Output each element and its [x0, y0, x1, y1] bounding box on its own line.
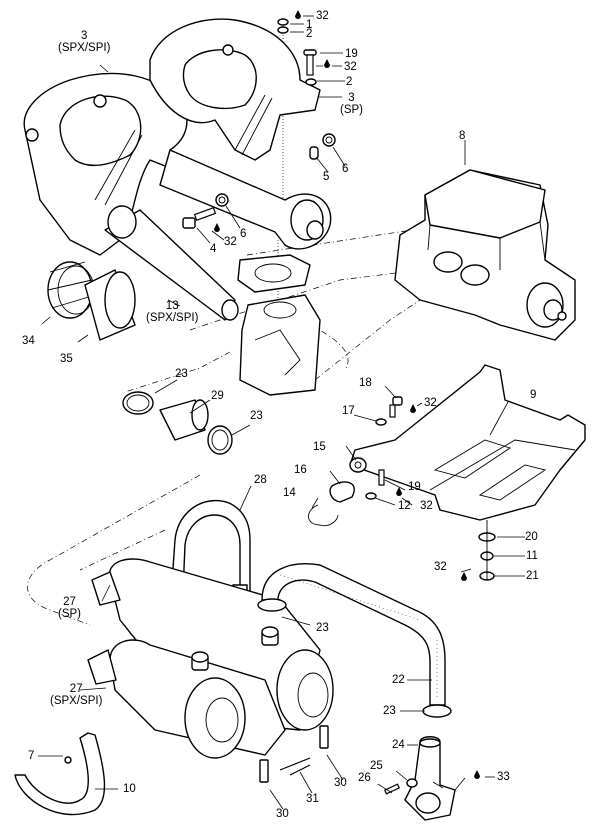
leader-lines — [38, 15, 525, 810]
callout-29: 29 — [211, 390, 224, 402]
callout-16: 16 — [294, 464, 307, 476]
exhaust-hose — [257, 563, 452, 718]
callout-33: 33 — [497, 771, 510, 783]
callout-2: 2 — [346, 76, 353, 88]
callout-30: 30 — [276, 808, 289, 820]
callout-21: 21 — [526, 570, 539, 582]
muffler-bracket — [14, 732, 106, 816]
callout-6: 6 — [342, 163, 349, 175]
callout-23: 23 — [250, 410, 263, 422]
callout-22: 22 — [392, 674, 405, 686]
callout-19: 19 — [345, 48, 358, 60]
callout-5: 5 — [323, 171, 330, 183]
callout-6: 6 — [240, 228, 247, 240]
callout-10: 10 — [123, 783, 136, 795]
callout-12: 12 — [398, 500, 411, 512]
sealant-drop-icon — [410, 404, 416, 413]
sealant-drop-icons — [214, 10, 480, 779]
callout-4: 4 — [210, 243, 217, 255]
sleeve-35 — [84, 269, 136, 341]
callout-20: 20 — [525, 531, 538, 543]
callout-2: 2 — [306, 28, 313, 40]
exhaust-outlet — [404, 736, 456, 821]
callout-32: 32 — [224, 236, 237, 248]
callout-32: 32 — [344, 61, 357, 73]
callout-32: 32 — [434, 561, 447, 573]
callout-24: 24 — [392, 739, 405, 751]
exhaust-elbow — [159, 149, 332, 250]
callout-30: 30 — [334, 777, 347, 789]
sealant-drop-icon — [214, 223, 220, 232]
callout-26: 26 — [358, 772, 371, 784]
callout-1: 1 — [306, 19, 313, 31]
callout-7: 7 — [28, 750, 35, 762]
callout-23: 23 — [316, 622, 329, 634]
sealant-drop-icon — [474, 770, 480, 779]
callout-25: 25 — [370, 760, 383, 772]
callout-32: 32 — [316, 10, 329, 22]
tuned-pipe-cone — [104, 205, 239, 321]
callout-11: 11 — [526, 550, 538, 562]
engine-support — [349, 364, 586, 521]
callout-13-spx-spi: 13(SPX/SPI) — [146, 300, 199, 324]
callout-34: 34 — [22, 335, 35, 347]
callout-23: 23 — [175, 368, 188, 380]
callout-3-spx-spi: 3(SPX/SPI) — [58, 30, 111, 54]
engine-block — [394, 169, 576, 341]
callout-35: 35 — [60, 353, 73, 365]
callout-3-sp: 3(SP) — [340, 92, 363, 116]
callout-27-spx-spi: 27(SPX/SPI) — [50, 683, 103, 707]
callout-28: 28 — [254, 474, 267, 486]
callout-9: 9 — [530, 389, 537, 401]
exhaust-adaptor — [239, 294, 321, 396]
gasket — [237, 254, 311, 293]
hose-and-clamps — [122, 391, 233, 455]
callout-18: 18 — [359, 377, 372, 389]
sealant-drop-icon — [324, 59, 330, 68]
callout-17: 17 — [342, 405, 355, 417]
callout-15: 15 — [313, 441, 326, 453]
exhaust-manifold-spx-spi — [23, 72, 188, 256]
callout-32: 32 — [420, 500, 433, 512]
exhaust-manifold-sp — [149, 18, 321, 161]
callout-27-sp: 27(SP) — [58, 596, 81, 620]
callout-31: 31 — [306, 793, 319, 805]
callout-14: 14 — [283, 487, 296, 499]
hardware — [182, 18, 496, 581]
muffler-spx-spi — [87, 626, 286, 759]
callout-32: 32 — [424, 397, 437, 409]
small-brackets — [259, 725, 418, 795]
sealant-drop-icon — [396, 487, 402, 496]
sealant-drop-icon — [461, 572, 467, 581]
callout-23: 23 — [383, 705, 396, 717]
sealant-drop-icon — [295, 10, 301, 19]
callout-19: 19 — [408, 481, 421, 493]
callout-8: 8 — [459, 130, 466, 142]
